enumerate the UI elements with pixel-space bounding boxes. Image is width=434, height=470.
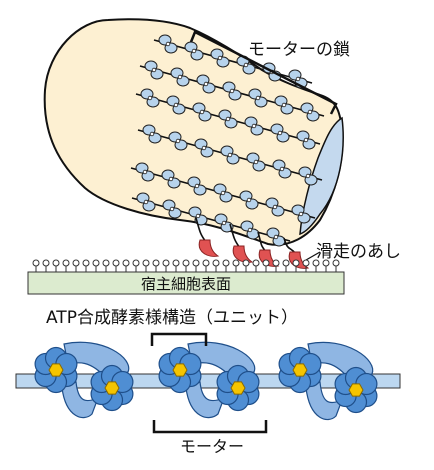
- surface-receptor: [222, 259, 230, 272]
- motor-unit: [240, 220, 260, 240]
- surface-receptor: [332, 259, 340, 272]
- motor-unit: [170, 67, 190, 87]
- motor-chain: [135, 88, 321, 150]
- surface-receptor: [82, 259, 90, 272]
- motor-unit: [222, 81, 242, 101]
- surface-receptor: [212, 259, 220, 272]
- surface-receptor: [232, 259, 240, 272]
- motor-chains: [130, 34, 325, 247]
- surface-receptor: [142, 259, 150, 272]
- atp-unit: [34, 341, 134, 419]
- motor-unit: [158, 34, 178, 54]
- motor-unit: [274, 95, 294, 115]
- surface-receptor: [92, 259, 100, 272]
- motor-unit: [144, 60, 164, 80]
- surface-receptor: [102, 259, 110, 272]
- gliding-leg-pointer: [305, 251, 321, 261]
- surface-receptor: [192, 259, 200, 272]
- atp-units: [34, 341, 378, 421]
- motor-unit: [272, 159, 292, 179]
- motor-bracket-bottom: [152, 420, 268, 434]
- cell-head: [299, 116, 344, 236]
- surface-receptor: [262, 259, 270, 272]
- motor-unit: [291, 204, 311, 224]
- surface-receptor: [302, 259, 310, 272]
- atp-unit-title: ATP合成酵素様構造（ユニット）: [46, 308, 298, 328]
- surface-receptor: [272, 259, 280, 272]
- motor-unit: [184, 41, 204, 61]
- motor-unit: [214, 213, 234, 233]
- motor-unit: [192, 102, 212, 122]
- motor-unit: [166, 95, 186, 115]
- gliding-leg: [195, 217, 220, 257]
- surface-receptor: [132, 259, 140, 272]
- motor-chain: [137, 124, 323, 186]
- motor-chain: [131, 192, 291, 247]
- motor-chain-bracket: [189, 30, 338, 115]
- surface-receptor: [202, 259, 210, 272]
- surface-receptor: [42, 259, 50, 272]
- motor-unit: [136, 192, 156, 212]
- atp-flower: [216, 364, 260, 412]
- motor-chain: [139, 60, 325, 122]
- motor-unit: [142, 124, 162, 144]
- host-surface-bar: [27, 271, 345, 295]
- atp-unit: [278, 341, 378, 421]
- motor-unit: [196, 74, 216, 94]
- motor-unit: [187, 176, 207, 196]
- surface-receptor: [162, 259, 170, 272]
- motor-chain-label: モーターの鎖: [248, 40, 350, 60]
- surface-receptor: [32, 259, 40, 272]
- atp-flower: [158, 346, 202, 394]
- motor-unit: [270, 123, 290, 143]
- atp-flower: [90, 364, 134, 412]
- motor-unit: [239, 190, 259, 210]
- motor-unit: [161, 169, 181, 189]
- motor-unit: [248, 88, 268, 108]
- host-surface-label: 宿主細胞表面: [141, 275, 231, 293]
- motor-unit: [244, 116, 264, 136]
- motor-chain: [130, 162, 316, 224]
- surface-receptor: [242, 259, 250, 272]
- surface-receptor: [112, 259, 120, 272]
- motor-unit: [296, 130, 316, 150]
- motor-unit: [246, 152, 266, 172]
- motor-unit: [218, 109, 238, 129]
- motor-unit: [298, 166, 318, 186]
- motor-label: モーター: [180, 437, 244, 456]
- motor-unit: [265, 197, 285, 217]
- motor-unit: [300, 102, 320, 122]
- motor-chain: [153, 34, 313, 89]
- atp-flower: [278, 346, 322, 394]
- atp-flower: [334, 366, 378, 414]
- surface-receptor: [62, 259, 70, 272]
- surface-receptor: [282, 259, 290, 272]
- surface-receptor: [122, 259, 130, 272]
- surface-receptor: [292, 259, 300, 272]
- surface-receptor: [252, 259, 260, 272]
- surface-receptor: [182, 259, 190, 272]
- surface-receptor: [52, 259, 60, 272]
- surface-receptors: [32, 259, 340, 272]
- motor-unit: [210, 48, 230, 68]
- motor-unit: [213, 183, 233, 203]
- motor-unit: [140, 88, 160, 108]
- atp-unit: [158, 341, 260, 419]
- motor-unit: [162, 199, 182, 219]
- gliding-leg: [229, 223, 254, 263]
- surface-receptor: [322, 259, 330, 272]
- motor-unit: [135, 162, 155, 182]
- surface-receptor: [312, 259, 320, 272]
- surface-receptor: [172, 259, 180, 272]
- motor-unit: [168, 131, 188, 151]
- motor-unit: [220, 145, 240, 165]
- gliding-leg-label: 滑走のあし: [316, 242, 401, 262]
- atp-flower: [34, 346, 78, 394]
- surface-receptor: [72, 259, 80, 272]
- motor-unit: [194, 138, 214, 158]
- motor-bracket-top: [150, 332, 208, 346]
- surface-receptor: [152, 259, 160, 272]
